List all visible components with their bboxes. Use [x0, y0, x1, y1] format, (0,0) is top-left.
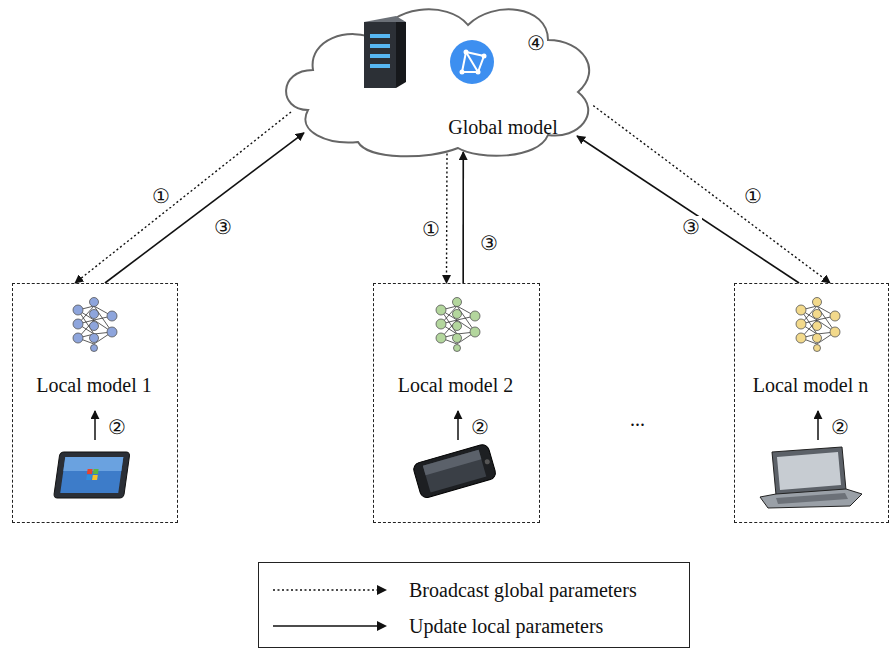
step-number: ③ — [212, 216, 234, 238]
update-arrow — [105, 133, 304, 283]
broadcast-arrow — [593, 106, 830, 283]
legend-text: Update local parameters — [409, 615, 603, 638]
step-number: ② — [829, 416, 851, 438]
network-icon — [73, 298, 117, 352]
step-number: ④ — [525, 32, 547, 54]
step-number: ③ — [680, 216, 702, 238]
model-icon — [450, 40, 494, 84]
legend-row: Update local parameters — [259, 611, 689, 641]
legend-sample-solid — [271, 616, 391, 636]
flow-arrow — [94, 411, 96, 440]
flow-arrow — [457, 411, 459, 440]
legend-text: Broadcast global parameters — [409, 579, 637, 602]
broadcast-arrow — [446, 154, 448, 283]
broadcast-arrow — [75, 112, 291, 283]
local-model-box: Local model 2 — [373, 283, 540, 523]
step-number: ② — [469, 416, 491, 438]
ellipsis: ... — [628, 408, 647, 430]
local-model-box: Local model n — [734, 283, 889, 523]
step-number: ① — [150, 185, 172, 207]
legend: Broadcast global parameters Update local… — [258, 562, 690, 648]
local-model-box: Local model 1 — [12, 283, 178, 523]
phone-icon — [412, 443, 497, 499]
step-number: ① — [742, 185, 764, 207]
server-icon — [364, 16, 406, 88]
node-label: Local model n — [735, 374, 886, 397]
legend-row: Broadcast global parameters — [259, 575, 689, 605]
step-number: ① — [420, 218, 442, 240]
update-arrow — [577, 136, 799, 283]
update-arrow — [462, 152, 464, 283]
laptop-icon — [760, 447, 862, 508]
step-number: ② — [106, 416, 128, 438]
step-number: ③ — [478, 232, 500, 254]
node-label: Global model — [413, 116, 593, 139]
network-icon — [796, 298, 840, 352]
tablet-icon — [54, 452, 130, 498]
legend-sample-dotted — [271, 580, 391, 600]
flow-arrow — [817, 411, 819, 440]
network-icon — [436, 298, 480, 352]
node-label: Local model 2 — [374, 374, 537, 397]
node-label: Local model 1 — [13, 374, 175, 397]
cloud-node: Global model — [278, 0, 603, 160]
